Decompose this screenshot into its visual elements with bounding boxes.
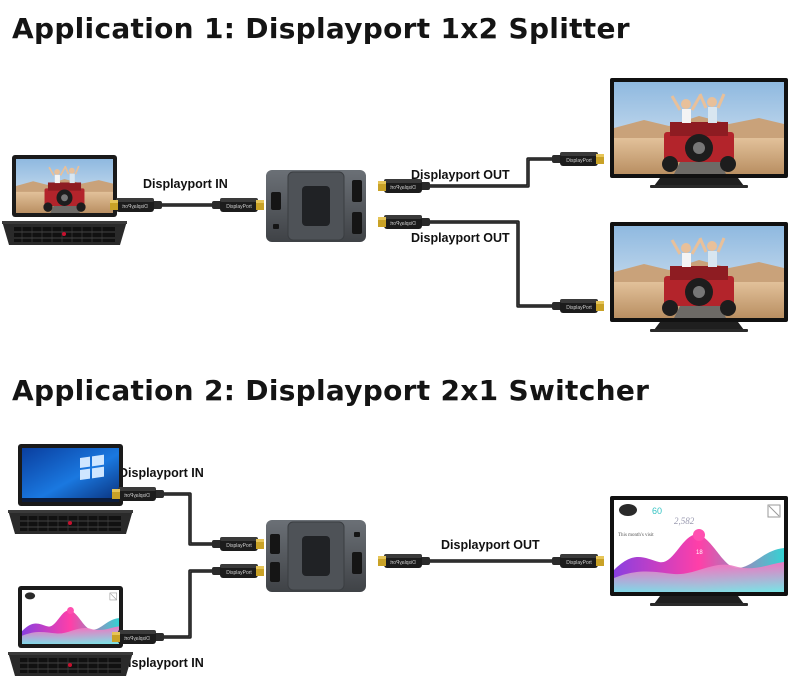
displayport-plug-icon (212, 537, 264, 551)
monitor-icon (610, 78, 788, 188)
label-switcher-input-1: Displayport IN (119, 466, 204, 480)
title-splitter: Application 1: Displayport 1x2 Splitter (12, 12, 630, 45)
switcher-device-icon (265, 519, 367, 593)
laptop-icon (7, 585, 134, 677)
displayport-plug-icon (212, 198, 264, 212)
dashboard-badge: 18 (696, 550, 703, 556)
displayport-plug-icon (552, 299, 604, 313)
monitor-icon: 60 2,582 This month's visit 18 (610, 496, 788, 606)
displayport-plug-icon (110, 198, 162, 212)
displayport-plug-icon (378, 179, 430, 193)
label-switcher-input-2: Displayport IN (119, 656, 204, 670)
label-switcher-output: Displayport OUT (441, 538, 540, 552)
dashboard-caption: This month's visit (618, 533, 654, 538)
laptop-icon (7, 443, 134, 535)
displayport-plug-icon (112, 630, 164, 644)
laptop-icon (1, 154, 128, 246)
displayport-plug-icon (552, 554, 604, 568)
displayport-plug-icon (112, 487, 164, 501)
label-splitter-input: Displayport IN (143, 177, 228, 191)
splitter-device-icon (265, 169, 367, 243)
displayport-plug-icon (378, 215, 430, 229)
title-switcher: Application 2: Displayport 2x1 Switcher (12, 374, 650, 407)
displayport-plug-icon (212, 564, 264, 578)
displayport-plug-icon (552, 152, 604, 166)
monitor-icon (610, 222, 788, 332)
dashboard-small-number: 2,582 (674, 516, 695, 526)
displayport-plug-icon (378, 554, 430, 568)
label-splitter-output-2: Displayport OUT (411, 231, 510, 245)
label-splitter-output-1: Displayport OUT (411, 168, 510, 182)
dashboard-big-number: 60 (652, 506, 662, 516)
